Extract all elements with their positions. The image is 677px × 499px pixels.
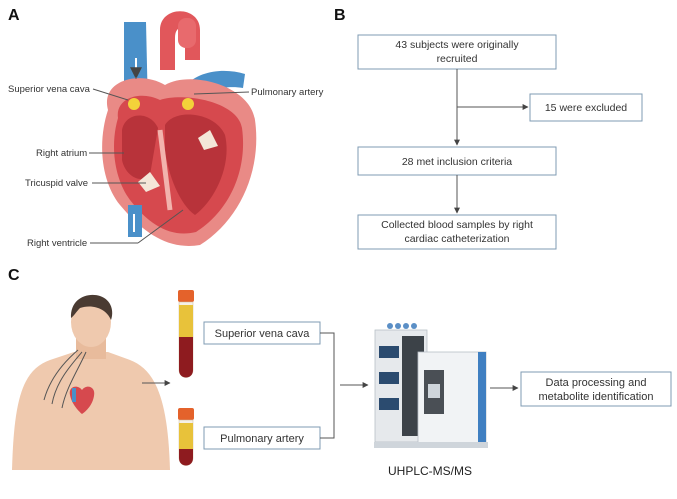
label-pulmonary-artery: Pulmonary artery bbox=[251, 87, 324, 98]
label-tricuspid-valve: Tricuspid valve bbox=[25, 178, 88, 189]
bracket-samples bbox=[320, 332, 335, 439]
sample-box-svc-text: Superior vena cava bbox=[215, 328, 311, 340]
flow-step-collected: Collected blood samples by right cardiac… bbox=[357, 214, 557, 250]
output-box-line2: metabolite identification bbox=[539, 391, 654, 403]
panel-letter-a: A bbox=[8, 7, 20, 24]
sample-tube-pa bbox=[178, 408, 194, 466]
uhplc-ms-instrument bbox=[374, 323, 488, 448]
panel-letter-b: B bbox=[334, 7, 346, 24]
flow-step-recruited-line2: recruited bbox=[437, 53, 478, 65]
flow-step-excluded-text: 15 were excluded bbox=[545, 102, 627, 114]
instrument-label: UHPLC-MS/MS bbox=[388, 464, 472, 478]
flow-step-recruited: 43 subjects were originally recruited bbox=[357, 34, 557, 70]
flow-step-criteria: 28 met inclusion criteria bbox=[357, 146, 557, 176]
panel-letter-c: C bbox=[8, 267, 20, 284]
label-right-atrium: Right atrium bbox=[36, 148, 87, 159]
sample-box-pa: Pulmonary artery bbox=[203, 426, 321, 450]
flow-step-criteria-text: 28 met inclusion criteria bbox=[402, 156, 512, 168]
flow-step-recruited-line1: 43 subjects were originally bbox=[395, 39, 519, 51]
label-superior-vena-cava: Superior vena cava bbox=[8, 84, 91, 95]
sample-box-pa-text: Pulmonary artery bbox=[220, 433, 304, 445]
sample-tube-svc bbox=[178, 290, 194, 378]
patient-illustration bbox=[12, 294, 170, 470]
leader-right-ventricle-tail bbox=[137, 209, 184, 244]
sample-box-svc: Superior vena cava bbox=[203, 321, 321, 345]
flow-step-excluded: 15 were excluded bbox=[529, 93, 643, 122]
heart-illustration bbox=[102, 11, 257, 246]
leader-superior-vena-cava bbox=[92, 88, 129, 101]
output-box-line1: Data processing and bbox=[546, 377, 647, 389]
output-box: Data processing and metabolite identific… bbox=[520, 371, 672, 407]
label-right-ventricle: Right ventricle bbox=[27, 238, 87, 249]
leader-pulmonary-artery bbox=[193, 91, 250, 95]
flow-step-collected-line1: Collected blood samples by right bbox=[381, 219, 533, 231]
flow-step-collected-line2: cardiac catheterization bbox=[404, 233, 509, 245]
